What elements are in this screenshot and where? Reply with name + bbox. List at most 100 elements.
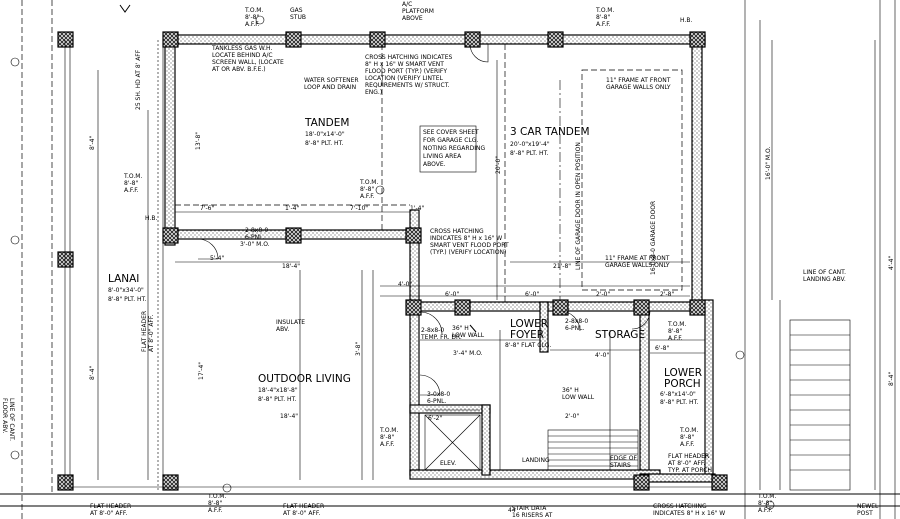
note-ac-platform: A/C PLATFORM ABOVE bbox=[402, 1, 434, 22]
note-cross-hatch-bottom: CROSS HATCHING INDICATES 8" H x 16" W bbox=[653, 503, 725, 517]
svg-text:INSULATE: INSULATE bbox=[276, 319, 305, 326]
note-line-cant-left: LINE OF CANT. FLOOR ABV. bbox=[1, 398, 15, 441]
svg-text:17'-4": 17'-4" bbox=[198, 362, 205, 380]
room-car-name: 3 CAR TANDEM bbox=[510, 126, 590, 138]
svg-text:T.O.M.: T.O.M. bbox=[667, 321, 686, 328]
svg-text:8'-8": 8'-8" bbox=[758, 500, 772, 507]
svg-text:A.F.F.: A.F.F. bbox=[668, 335, 683, 342]
svg-text:3'-8": 3'-8" bbox=[355, 342, 362, 356]
svg-text:EDGE OF: EDGE OF bbox=[610, 455, 637, 462]
svg-text:REQUIREMENTS W/ STRUCT.: REQUIREMENTS W/ STRUCT. bbox=[365, 82, 450, 89]
note-cross-hatch-mid: CROSS HATCHING INDICATES 8" H x 16" W SM… bbox=[430, 228, 509, 256]
svg-text:8'-8": 8'-8" bbox=[245, 14, 259, 21]
svg-text:11" FRAME AT FRONT: 11" FRAME AT FRONT bbox=[606, 77, 671, 84]
room-tandem-ht: 8'-8" PLT. HT. bbox=[305, 140, 343, 147]
svg-text:T.O.M.: T.O.M. bbox=[244, 7, 263, 14]
outlet-icon bbox=[10, 15, 775, 510]
note-cover-sheet: SEE COVER SHEET FOR GARAGE CLG. NOTING R… bbox=[419, 125, 485, 173]
svg-text:ABV.: ABV. bbox=[276, 326, 289, 333]
svg-text:GARAGE WALLS ONLY: GARAGE WALLS ONLY bbox=[606, 84, 671, 91]
room-foyer-name1: LOWER bbox=[510, 318, 548, 330]
svg-text:SEE COVER SHEET: SEE COVER SHEET bbox=[423, 129, 479, 136]
note-flat-header-porch: FLAT HEADER AT 8'-0" AFF. TYP. AT PORCH bbox=[667, 453, 712, 474]
svg-text:FLOOR ABV.: FLOOR ABV. bbox=[1, 398, 8, 433]
svg-text:8'-4": 8'-4" bbox=[89, 136, 96, 150]
svg-text:4'-0": 4'-0" bbox=[595, 352, 609, 359]
tom-tags: T.O.M. 8'-8" A.F.F. T.O.M. 8'-8" A.F.F. … bbox=[123, 7, 776, 514]
tom-tag: T.O.M. 8'-8" A.F.F. bbox=[359, 179, 378, 200]
note-mo2: 3'-4" M.O. bbox=[453, 350, 483, 357]
note-lane-tag: 44 bbox=[508, 507, 516, 514]
svg-text:8'-8": 8'-8" bbox=[380, 434, 394, 441]
svg-text:GARAGE WALLS ONLY: GARAGE WALLS ONLY bbox=[605, 262, 670, 269]
svg-text:8'-8": 8'-8" bbox=[124, 180, 138, 187]
tom-tag: T.O.M. 8'-8" A.F.F. bbox=[123, 173, 142, 194]
note-gas-stub: GAS STUB bbox=[290, 7, 306, 21]
svg-text:8'-4": 8'-4" bbox=[888, 372, 895, 386]
room-car-dim: 20'-0"x19'-4" bbox=[510, 141, 550, 148]
svg-text:2'-0": 2'-0" bbox=[565, 413, 579, 420]
elevator bbox=[424, 414, 481, 471]
note-garage-door-line: LINE OF GARAGE DOOR IN OPEN POSITION bbox=[575, 142, 582, 270]
note-flat-header-bottom-2: FLAT HEADER AT 8'-0" AFF. bbox=[283, 503, 324, 517]
svg-text:PLATFORM: PLATFORM bbox=[402, 8, 434, 15]
note-tankless: TANKLESS GAS W.H. LOCATE BEHIND A/C SCRE… bbox=[211, 45, 284, 73]
screen-walls bbox=[64, 40, 720, 490]
svg-text:LOW WALL: LOW WALL bbox=[452, 332, 485, 339]
svg-text:A.F.F.: A.F.F. bbox=[380, 441, 395, 448]
room-outdoor-ht: 8'-8" PLT. HT. bbox=[258, 396, 296, 403]
svg-text:ABOVE.: ABOVE. bbox=[423, 161, 446, 168]
svg-text:INDICATES 8" H x 16" W: INDICATES 8" H x 16" W bbox=[653, 510, 725, 517]
room-porch-name1: LOWER bbox=[664, 367, 702, 379]
svg-text:8'-8": 8'-8" bbox=[208, 500, 222, 507]
room-labels: TANDEM 18'-0"x14'-0" 8'-8" PLT. HT. 3 CA… bbox=[108, 117, 702, 406]
tom-tag: T.O.M. 8'-8" A.F.F. bbox=[207, 493, 226, 514]
svg-text:T.O.M.: T.O.M. bbox=[757, 493, 776, 500]
svg-text:T.O.M.: T.O.M. bbox=[123, 173, 142, 180]
svg-text:6'-8": 6'-8" bbox=[655, 345, 669, 352]
svg-text:INDICATES 8" H x 16" W: INDICATES 8" H x 16" W bbox=[430, 235, 502, 242]
svg-text:7'-10": 7'-10" bbox=[350, 205, 368, 212]
note-newel: NEWEL POST bbox=[857, 503, 879, 517]
note-temp-door: 2-8x8-0 TEMP. FR. DR. bbox=[420, 327, 462, 341]
room-tandem-dim: 18'-0"x14'-0" bbox=[305, 131, 345, 138]
columns bbox=[57, 31, 728, 491]
svg-text:A.F.F.: A.F.F. bbox=[596, 21, 611, 28]
svg-text:6'-0": 6'-0" bbox=[525, 291, 539, 298]
note-flat-header-left: FLAT HEADER AT 8'-0" AFF. bbox=[141, 311, 155, 352]
svg-text:STAIRS: STAIRS bbox=[610, 462, 631, 469]
note-garage-door-size: 16-0x8-0 GARAGE DOOR bbox=[650, 201, 657, 275]
svg-text:FLAT HEADER: FLAT HEADER bbox=[141, 311, 148, 352]
room-foyer-name2: FOYER bbox=[510, 329, 544, 341]
room-outdoor-name: OUTDOOR LIVING bbox=[258, 373, 351, 385]
note-landing: LANDING bbox=[522, 457, 550, 464]
svg-text:STAIR DATA: STAIR DATA bbox=[512, 505, 547, 512]
room-tandem-name: TANDEM bbox=[304, 117, 349, 129]
svg-text:5'-4": 5'-4" bbox=[210, 255, 224, 262]
note-door-c: 3-0x8-0 6-PNL. bbox=[427, 391, 450, 405]
svg-text:2'-8": 2'-8" bbox=[660, 291, 674, 298]
svg-text:1'-4": 1'-4" bbox=[410, 205, 424, 212]
svg-text:LOOP AND DRAIN: LOOP AND DRAIN bbox=[304, 84, 356, 91]
note-elev: ELEV. bbox=[440, 460, 456, 467]
svg-text:A.F.F.: A.F.F. bbox=[124, 187, 139, 194]
svg-text:FLAT HEADER: FLAT HEADER bbox=[90, 503, 131, 510]
room-foyer-ht: 8'-8" FLAT CLG. bbox=[505, 342, 551, 349]
svg-text:LOW WALL: LOW WALL bbox=[562, 394, 595, 401]
svg-text:13'-8": 13'-8" bbox=[195, 132, 202, 150]
room-porch-ht: 8'-8" PLT. HT. bbox=[660, 399, 698, 406]
svg-text:8'-8": 8'-8" bbox=[360, 186, 374, 193]
svg-text:SCREEN WALL, (LOCATE: SCREEN WALL, (LOCATE bbox=[212, 59, 284, 66]
svg-text:T.O.M.: T.O.M. bbox=[679, 427, 698, 434]
tom-tag: T.O.M. 8'-8" A.F.F. bbox=[379, 427, 398, 448]
svg-text:TANKLESS GAS W.H.: TANKLESS GAS W.H. bbox=[211, 45, 272, 52]
svg-text:A.F.F.: A.F.F. bbox=[758, 507, 773, 514]
svg-text:STUB: STUB bbox=[290, 14, 306, 21]
svg-text:3-0x8-0: 3-0x8-0 bbox=[427, 391, 450, 398]
svg-text:A/C: A/C bbox=[402, 1, 412, 8]
dimension-labels: 7'-6" 1'-4" 7'-10" 1'-4" 5'-4" 18'-4" 18… bbox=[89, 132, 895, 422]
svg-text:11" FRAME AT FRONT: 11" FRAME AT FRONT bbox=[605, 255, 670, 262]
note-door-b: 2-8x8-0 6-PNL. bbox=[565, 318, 588, 332]
